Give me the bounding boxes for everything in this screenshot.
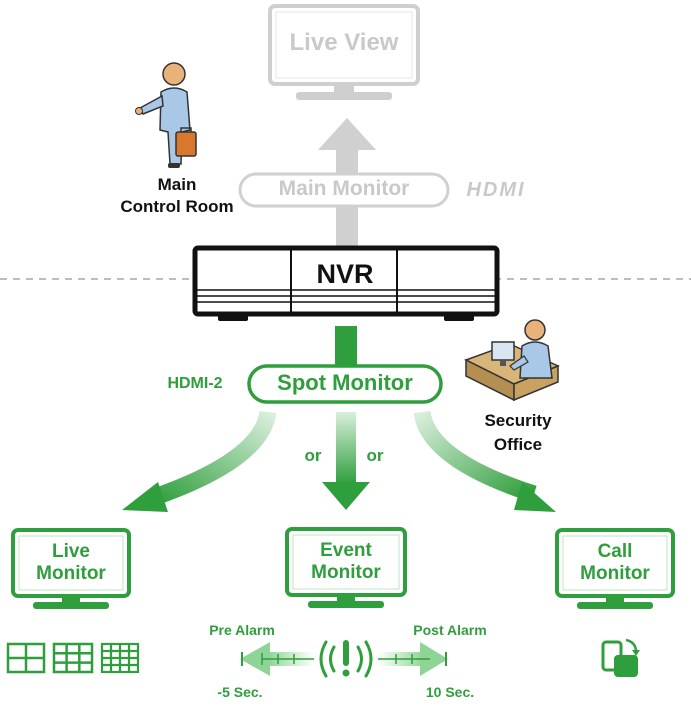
hdmi-logo: HDMI — [466, 179, 526, 201]
hdmi2-label: HDMI-2 — [167, 375, 223, 392]
grid-9-icon — [52, 642, 94, 674]
event-monitor-label-line1: Event — [320, 540, 372, 561]
or-label-left: or — [304, 446, 322, 465]
live-view-label: Live View — [289, 29, 399, 56]
security-office-label-line1: Security — [484, 411, 552, 430]
pre-alarm-arrow — [240, 642, 314, 676]
event-monitor-screen — [285, 527, 407, 608]
call-monitor-label-line2: Monitor — [580, 563, 650, 584]
security-office-icon — [464, 319, 560, 402]
main-monitor-label: Main Monitor — [278, 177, 410, 200]
arrow-to-call-monitor — [413, 410, 556, 512]
event-monitor-label-line2: Monitor — [311, 562, 381, 583]
or-label-right: or — [366, 446, 384, 465]
live-view-monitor — [268, 4, 420, 100]
nvr-device — [192, 245, 500, 321]
nvr-label: NVR — [316, 259, 374, 289]
arrow-to-event-monitor — [322, 412, 370, 510]
post-alarm-time: 10 Sec. — [425, 684, 475, 700]
grid-4-icon — [6, 642, 46, 674]
alarm-exclamation-icon — [319, 640, 373, 678]
spot-monitor-pill — [247, 364, 443, 404]
spot-monitor-label: Spot Monitor — [277, 370, 413, 395]
pre-alarm-time: -5 Sec. — [217, 684, 263, 700]
live-monitor-screen — [11, 528, 131, 609]
control-room-label-line2: Control Room — [120, 197, 234, 216]
call-monitor-label-line1: Call — [597, 541, 633, 562]
spot-connector — [335, 326, 357, 370]
control-room-label-line1: Main — [157, 175, 197, 194]
pre-alarm-label: Pre Alarm — [209, 622, 275, 638]
call-monitor-screen — [555, 528, 675, 609]
post-alarm-label: Post Alarm — [413, 622, 487, 638]
live-monitor-label-line2: Monitor — [36, 563, 106, 584]
control-room-person-icon — [135, 62, 197, 168]
arrow-to-live-monitor — [122, 410, 277, 512]
post-alarm-arrow — [378, 642, 448, 676]
grid-16-icon — [100, 642, 140, 674]
security-office-label-line2: Office — [493, 435, 543, 454]
live-monitor-label-line1: Live — [51, 541, 91, 562]
main-monitor-pill — [238, 172, 450, 208]
call-rotate-icon — [601, 638, 640, 677]
